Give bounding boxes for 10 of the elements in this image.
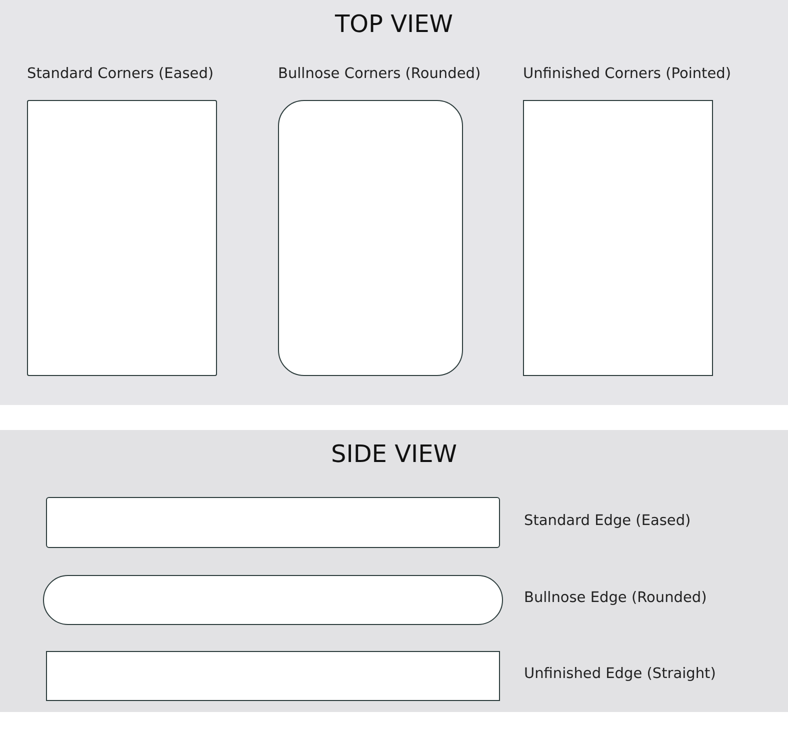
panel-heading: TOP VIEW [334, 10, 454, 38]
shape-label: Standard Edge (Eased) [524, 512, 691, 528]
shape-label: Unfinished Corners (Pointed) [523, 66, 732, 82]
view-panel [0, 430, 788, 712]
shape-label: Unfinished Edge (Straight) [524, 666, 716, 682]
shape-label: Standard Corners (Eased) [27, 66, 214, 82]
shape-label: Bullnose Edge (Rounded) [524, 590, 707, 606]
view-panel [0, 0, 788, 405]
shape-label: Bullnose Corners (Rounded) [278, 66, 481, 82]
panel-heading: SIDE VIEW [331, 440, 457, 468]
